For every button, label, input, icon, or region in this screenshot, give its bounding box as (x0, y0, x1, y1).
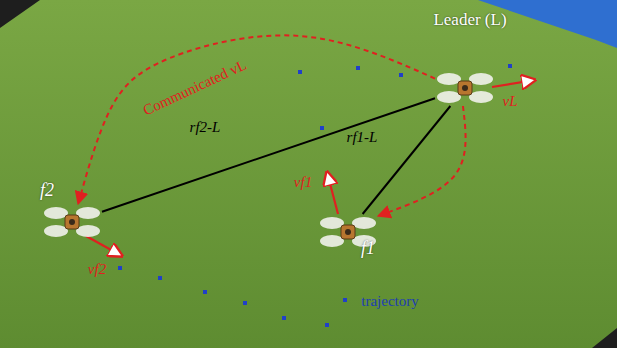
drone-label: f1 (361, 238, 375, 259)
rotor-blur (437, 73, 461, 85)
communication-arc (378, 106, 466, 216)
velocity-label: vf1 (294, 174, 312, 191)
rotor-blur (352, 217, 376, 229)
trajectory-dot (399, 73, 403, 77)
trajectory-dot (243, 301, 247, 305)
follower-drone: f1 (318, 214, 378, 250)
trajectory-dot (158, 276, 162, 280)
communication-arc (78, 35, 435, 204)
drone-label: Leader (L) (433, 10, 506, 30)
f2-velocity-arrow (86, 236, 122, 256)
distance-label: rf2-L (190, 119, 221, 136)
rotor-blur (437, 91, 461, 103)
drone-hub (462, 85, 468, 91)
drone-label: f2 (40, 180, 54, 201)
rotor-blur (320, 235, 344, 247)
velocity-label: vL (503, 93, 518, 110)
trajectory-dot (320, 126, 324, 130)
distance-label: rf1-L (347, 129, 378, 146)
rotor-blur (469, 73, 493, 85)
rotor-blur (320, 217, 344, 229)
drone-body (341, 225, 355, 239)
trajectory-dot (118, 266, 122, 270)
trajectory-dot (298, 70, 302, 74)
drone-hub (69, 219, 75, 225)
trajectory-dot (282, 316, 286, 320)
leader-velocity-arrow (492, 80, 535, 87)
distance-line (363, 106, 451, 214)
leader-drone: Leader (L) (435, 70, 495, 106)
trajectory-dot (203, 290, 207, 294)
trajectory-label: trajectory (361, 293, 418, 310)
follower-drone: f2 (42, 204, 102, 240)
drone-illustration (42, 204, 102, 240)
drone-hub (345, 229, 351, 235)
rotor-blur (44, 225, 68, 237)
trajectory-dot (508, 64, 512, 68)
f1-velocity-arrow (327, 172, 338, 214)
trajectory-dot (356, 66, 360, 70)
velocity-label: vf2 (88, 261, 106, 278)
rotor-blur (469, 91, 493, 103)
rotor-blur (44, 207, 68, 219)
communication-label: Communicated vL (141, 57, 250, 120)
rotor-blur (76, 207, 100, 219)
drone-body (65, 215, 79, 229)
rotor-blur (76, 225, 100, 237)
trajectory-dot (325, 323, 329, 327)
drone-illustration (435, 70, 495, 106)
trajectory-dot (343, 298, 347, 302)
drone-body (458, 81, 472, 95)
